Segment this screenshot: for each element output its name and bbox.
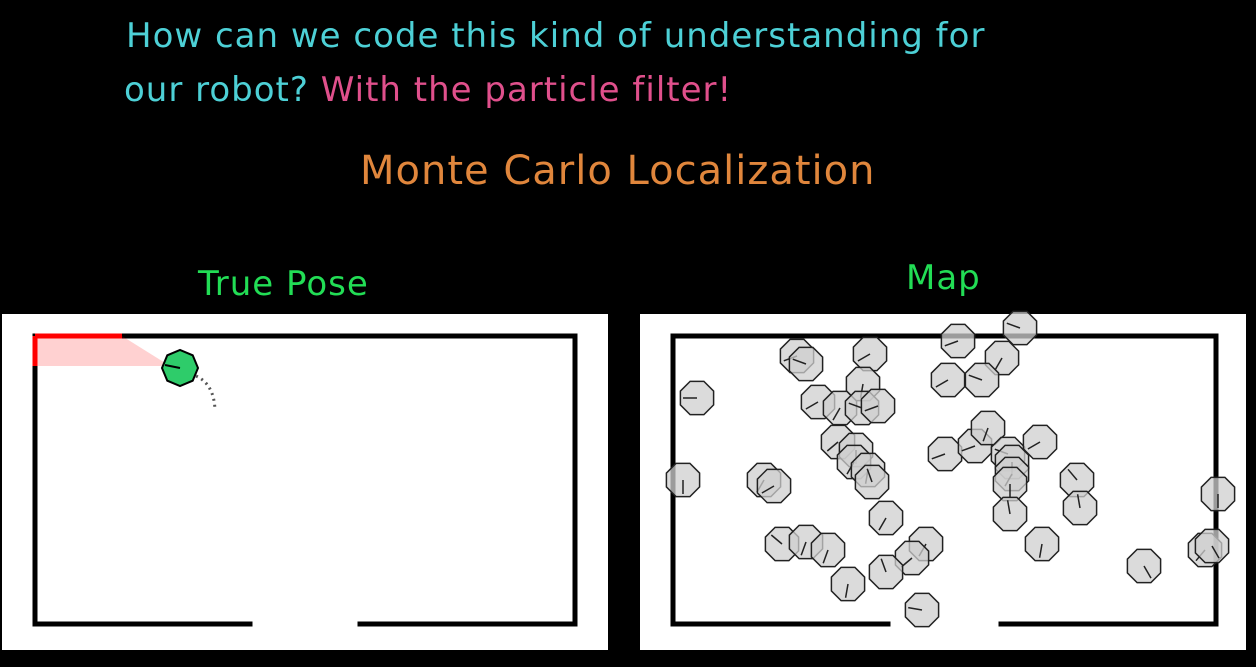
robot-trail bbox=[195, 374, 217, 411]
particle-icon bbox=[1194, 528, 1230, 564]
particle-icon bbox=[665, 462, 701, 498]
true-pose-title: True Pose bbox=[198, 264, 369, 304]
subtitle: Monte Carlo Localization bbox=[360, 148, 876, 194]
particle-icon bbox=[1062, 490, 1098, 526]
particle-icon bbox=[860, 388, 896, 424]
sensor-beam bbox=[35, 336, 170, 366]
particle-icon bbox=[868, 500, 904, 536]
particle-icon bbox=[992, 466, 1028, 502]
particle-cloud bbox=[665, 310, 1236, 628]
heading-line-2-prefix: our robot? bbox=[124, 70, 309, 110]
map-diagram bbox=[665, 310, 1236, 628]
robot-icon bbox=[160, 348, 200, 388]
particle-icon bbox=[1200, 476, 1236, 512]
particle-icon bbox=[964, 362, 1000, 398]
particle-icon bbox=[940, 323, 976, 359]
particle-icon bbox=[992, 496, 1028, 532]
heading-line-2-highlight: With the particle filter! bbox=[320, 70, 733, 110]
true-pose-diagram bbox=[32, 333, 578, 627]
particle-icon bbox=[984, 340, 1020, 376]
particle-icon bbox=[810, 532, 846, 568]
particle-icon bbox=[830, 566, 866, 602]
particle-icon bbox=[1002, 310, 1038, 346]
heading-line-1: How can we code this kind of understandi… bbox=[126, 16, 986, 56]
particle-icon bbox=[679, 380, 715, 416]
heading-line-2: our robot? With the particle filter! bbox=[124, 70, 732, 110]
particle-icon bbox=[1022, 424, 1058, 460]
true-pose-panel bbox=[2, 314, 608, 650]
particle-icon bbox=[868, 554, 904, 590]
particle-icon bbox=[852, 336, 888, 372]
particle-icon bbox=[930, 362, 966, 398]
particle-icon bbox=[1126, 548, 1162, 584]
particle-icon bbox=[756, 468, 792, 504]
room-walls bbox=[32, 333, 578, 627]
particle-icon bbox=[788, 346, 824, 382]
particle-icon bbox=[970, 410, 1006, 446]
map-panel bbox=[640, 310, 1246, 650]
particle-icon bbox=[927, 436, 963, 472]
map-title: Map bbox=[906, 258, 981, 298]
particle-icon bbox=[854, 464, 890, 500]
particle-icon bbox=[1024, 526, 1060, 562]
particle-icon bbox=[904, 592, 940, 628]
